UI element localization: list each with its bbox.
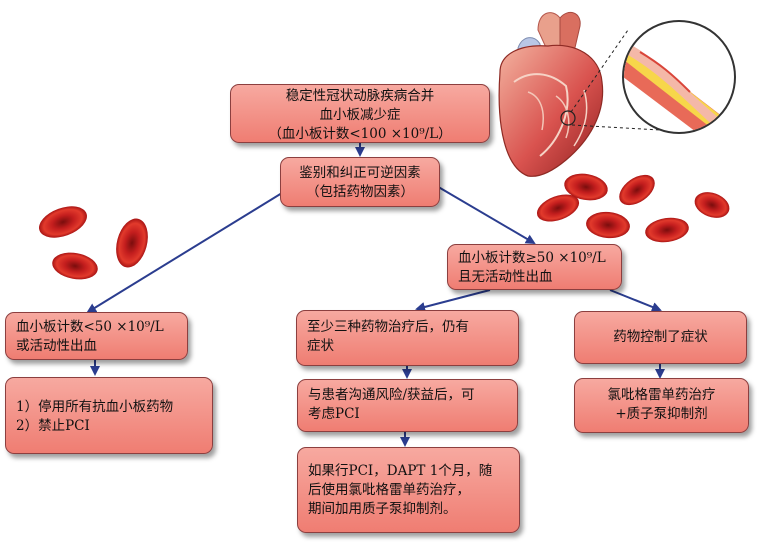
artery-magnifier [622,20,736,134]
red-blood-cells [39,173,730,280]
stop-drugs-line-2: 2）禁止PCI [16,418,90,434]
clopidogrel-line-2: +质子泵抑制剂 [615,406,708,422]
dapt-line-2: 后使用氯吡格雷单药治疗， [308,482,470,498]
three-drugs-line-2: 症状 [307,338,334,354]
red-cell-icon [564,173,608,201]
flow-arrows [86,142,665,447]
dapt-line-3: 期间加用质子泵抑制剂。 [308,501,457,517]
high-count-box: 血小板计数≥50 ×10⁹/L 且无活动性出血 [447,244,622,290]
high-count-line-2: 且无活动性出血 [458,269,553,285]
root-line-1: 稳定性冠状动脉疾病合并 [285,88,435,104]
low-count-line-2: 或活动性出血 [16,338,97,354]
red-cell-icon [694,192,730,218]
red-cell-icon [39,206,87,238]
three-drugs-box: 至少三种药物治疗后，仍有 症状 [296,310,519,366]
identify-line-2: （包括药物因素） [306,184,414,200]
high-count-line-1: 血小板计数≥50 ×10⁹/L [458,250,606,266]
heart-illustration [498,11,604,177]
communicate-box: 与患者沟通风险/获益后，可 考虑PCI [297,379,518,432]
three-drugs-line-1: 至少三种药物治疗后，仍有 [307,319,469,335]
stop-drugs-line-1: 1）停用所有抗血小板药物 [16,399,174,415]
clopidogrel-line-1: 氯吡格雷单药治疗 [607,387,716,403]
low-count-line-1: 血小板计数<50 ×10⁹/L [16,319,164,335]
stop-drugs-box: 1）停用所有抗血小板药物 2）禁止PCI [5,377,213,454]
red-cell-icon [586,211,630,239]
root-line-2: 血小板减少症 [319,107,401,123]
identify-line-1: 鉴别和纠正可逆因素 [299,165,421,181]
red-cell-icon [619,174,655,206]
low-count-box: 血小板计数<50 ×10⁹/L 或活动性出血 [5,312,188,360]
red-cell-icon [116,218,148,268]
red-cell-icon [52,252,98,280]
communicate-line-2: 考虑PCI [308,406,360,422]
dapt-box: 如果行PCI，DAPT 1个月，随 后使用氯吡格雷单药治疗， 期间加用质子泵抑制… [297,447,520,533]
controlled-line-1: 药物控制了症状 [613,329,708,345]
identify-box: 鉴别和纠正可逆因素 （包括药物因素） [280,157,440,207]
red-cell-icon [645,217,689,243]
controlled-box: 药物控制了症状 [574,311,747,364]
dapt-line-1: 如果行PCI，DAPT 1个月，随 [308,463,493,479]
red-cell-icon [536,194,580,222]
root-box: 稳定性冠状动脉疾病合并 血小板减少症 （血小板计数<100 ×10⁹/L） [230,84,490,143]
communicate-line-1: 与患者沟通风险/获益后，可 [308,387,475,403]
clopidogrel-box: 氯吡格雷单药治疗 +质子泵抑制剂 [574,378,749,433]
root-line-3: （血小板计数<100 ×10⁹/L） [268,126,452,142]
